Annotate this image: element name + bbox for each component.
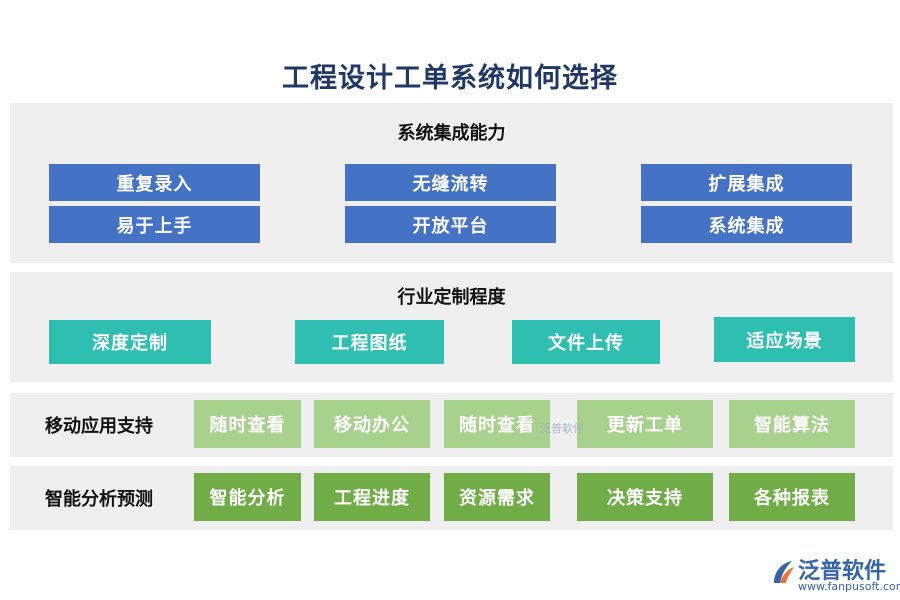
integration-item-repeat-entry: 重复录入 [49, 164, 260, 201]
mobile-item-view-anytime: 随时查看 [194, 400, 301, 448]
system-integration-title: 系统集成能力 [397, 123, 506, 144]
logo-name: 泛普软件 [798, 559, 887, 584]
smart-analysis-label: 智能分析预测 [45, 489, 153, 510]
page-title: 工程设计工单系统如何选择 [282, 63, 618, 94]
integration-item-open-platform: 开放平台 [345, 206, 556, 243]
analysis-item-reports: 各种报表 [729, 473, 855, 521]
integration-item-system: 系统集成 [641, 206, 852, 243]
fanpu-logo-icon [774, 561, 794, 583]
smart-analysis-panel: 智能分析预测 智能分析 工程进度 资源需求 决策支持 各种报表 [10, 466, 893, 530]
analysis-item-decision: 决策支持 [577, 473, 713, 521]
integration-item-extended: 扩展集成 [641, 164, 852, 201]
integration-item-easy-start: 易于上手 [49, 206, 260, 243]
brand-logo: 泛普软件 www.fanpusoft.com [770, 553, 900, 593]
custom-item-scenarios: 适应场景 [714, 317, 855, 362]
analysis-item-progress: 工程进度 [314, 473, 430, 521]
custom-item-drawings: 工程图纸 [295, 320, 444, 364]
mobile-support-panel: 移动应用支持 随时查看 移动办公 随时查看 更新工单 智能算法 [10, 393, 893, 457]
industry-customization-title: 行业定制程度 [397, 287, 506, 308]
mobile-item-view-anytime-2: 随时查看 [444, 400, 550, 448]
industry-customization-panel: 行业定制程度 深度定制 工程图纸 文件上传 适应场景 [10, 272, 893, 382]
mobile-support-label: 移动应用支持 [45, 416, 153, 437]
custom-item-upload: 文件上传 [512, 320, 660, 364]
system-integration-panel: 系统集成能力 重复录入 无缝流转 扩展集成 易于上手 开放平台 系统集成 [10, 103, 893, 263]
logo-url: www.fanpusoft.com [798, 580, 900, 593]
mobile-item-smart-algorithm: 智能算法 [729, 400, 855, 448]
center-watermark: 泛普软件 [540, 422, 584, 435]
integration-item-seamless-flow: 无缝流转 [345, 164, 556, 201]
mobile-item-mobile-office: 移动办公 [314, 400, 430, 448]
analysis-item-resource: 资源需求 [444, 473, 550, 521]
custom-item-deep: 深度定制 [49, 320, 211, 364]
analysis-item-smart-analysis: 智能分析 [194, 473, 301, 521]
mobile-item-update-order: 更新工单 [577, 400, 713, 448]
